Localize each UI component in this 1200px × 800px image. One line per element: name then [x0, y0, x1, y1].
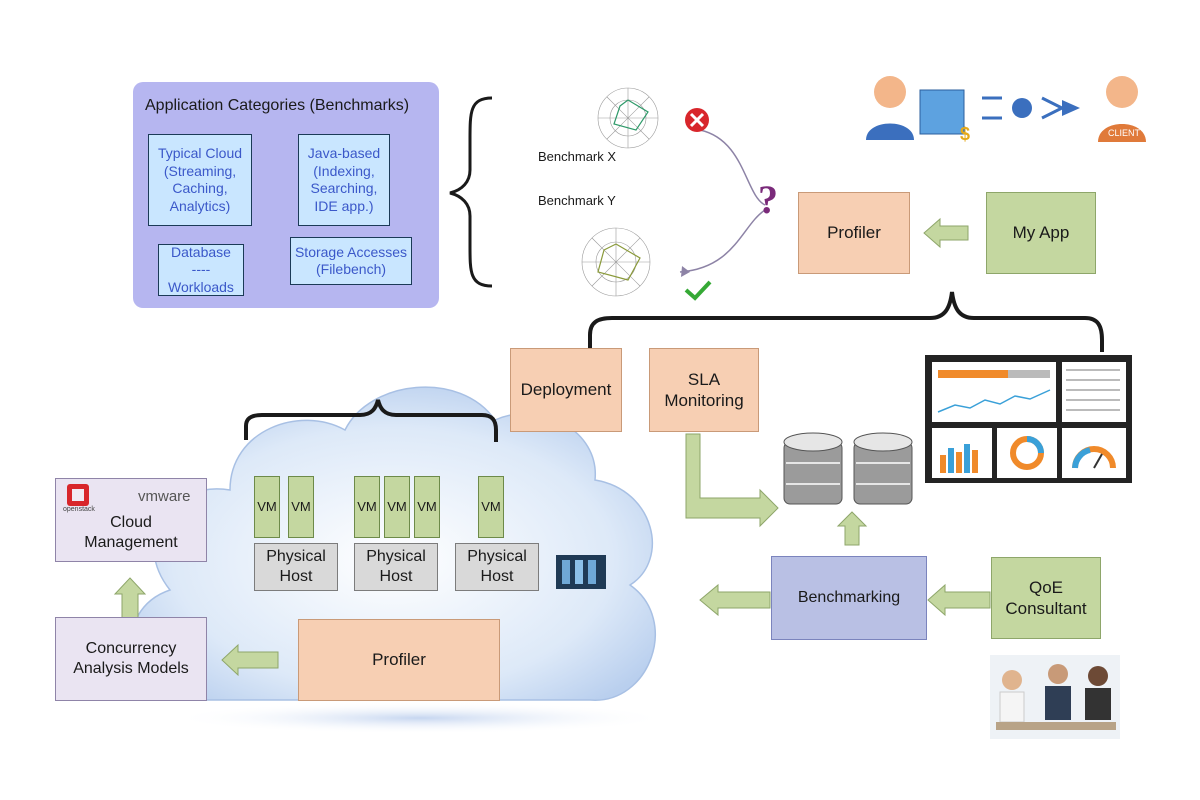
connector-y-to-question [679, 209, 766, 273]
client-illustration: $ [866, 76, 1146, 144]
svg-text:$: $ [960, 124, 970, 144]
vm-3-1: VM [478, 476, 504, 538]
vm-1-2: VM [288, 476, 314, 538]
benchmarking-box: Benchmarking [771, 556, 927, 640]
benchmark-x-label: Benchmark X [538, 149, 617, 164]
category-typical-cloud: Typical Cloud (Streaming, Caching, Analy… [148, 134, 252, 226]
question-mark: ? [758, 177, 778, 222]
sla-monitoring-box: SLA Monitoring [649, 348, 759, 432]
deployment-box: Deployment [510, 348, 622, 432]
category-database: Database ---- Workloads [158, 244, 244, 296]
categories-brace [449, 96, 493, 288]
categories-title: Application Categories (Benchmarks) [145, 97, 410, 114]
radar-plot-y [581, 227, 651, 297]
cloud-management-box: Cloud Management [55, 478, 207, 562]
physical-host-1: Physical Host [254, 543, 338, 591]
vm-2-1: VM [354, 476, 380, 538]
physical-host-3: Physical Host [455, 543, 539, 591]
arrow-benchmarking-to-cloud [699, 583, 771, 617]
openstack-logo-text: openstack [63, 506, 95, 513]
check-mark-icon [684, 280, 712, 301]
arrow-sla-to-database [685, 433, 779, 528]
category-storage: Storage Accesses (Filebench) [290, 237, 412, 285]
deployment-brace [588, 291, 1104, 352]
arrow-qoe-to-benchmarking [927, 583, 991, 617]
benchmark-y-label: Benchmark Y [538, 193, 616, 208]
profiler-top-box: Profiler [798, 192, 910, 274]
arrow-profiler-to-concurrency [221, 643, 279, 677]
concurrency-analysis-box: Concurrency Analysis Models [55, 617, 207, 701]
database-icon [783, 432, 913, 505]
arrow-concurrency-to-management [113, 577, 147, 619]
category-java-based: Java-based (Indexing, Searching, IDE app… [298, 134, 390, 226]
vmware-logo: vmware [138, 488, 191, 505]
qoe-consultant-box: QoE Consultant [991, 557, 1101, 639]
arrow-benchmarking-to-database [836, 511, 868, 546]
cloud-shadow [170, 702, 670, 734]
dashboard-icon [925, 355, 1132, 483]
vm-1-1: VM [254, 476, 280, 538]
cloud-brace [244, 399, 498, 442]
my-app-box: My App [986, 192, 1096, 274]
datacenter-photo [556, 555, 606, 589]
client-label: CLIENT [1108, 128, 1141, 138]
radar-plot-x [597, 87, 659, 149]
cloud-management-label: Cloud Management [84, 514, 178, 551]
physical-host-2: Physical Host [354, 543, 438, 591]
vm-2-3: VM [414, 476, 440, 538]
connector-x-to-question [699, 129, 766, 206]
meeting-photo [990, 655, 1120, 739]
vm-2-2: VM [384, 476, 410, 538]
arrow-myapp-to-profiler [923, 217, 969, 249]
openstack-logo: openstack [63, 484, 95, 513]
x-mark-icon [685, 108, 709, 132]
profiler-bottom-box: Profiler [298, 619, 500, 701]
